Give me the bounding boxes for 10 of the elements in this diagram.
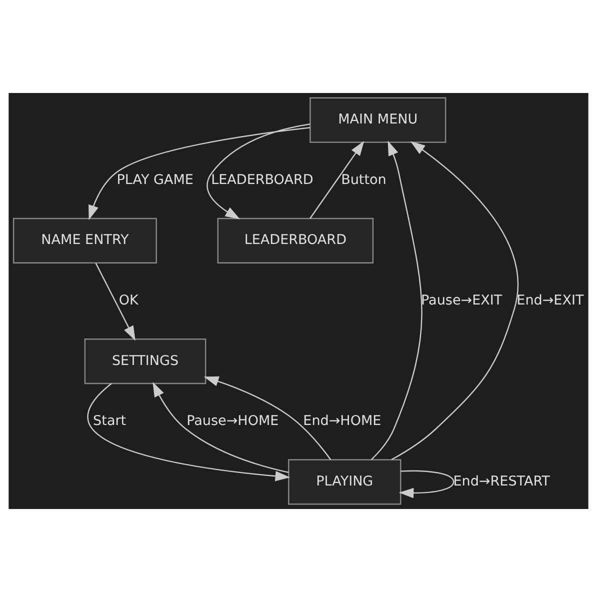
edge-label: Start [93, 412, 126, 429]
edge-label: End→HOME [303, 412, 382, 429]
edge-label: LEADERBOARD [211, 171, 314, 188]
edge-label: Button [341, 171, 386, 188]
edge-label: OK [118, 292, 138, 308]
edge-label: Pause→EXIT [421, 292, 502, 308]
edge-label: PLAY GAME [116, 171, 194, 188]
edge-label: End→RESTART [453, 472, 550, 489]
edge-label: End→EXIT [516, 292, 584, 308]
edge-label: Pause→HOME [186, 412, 279, 429]
